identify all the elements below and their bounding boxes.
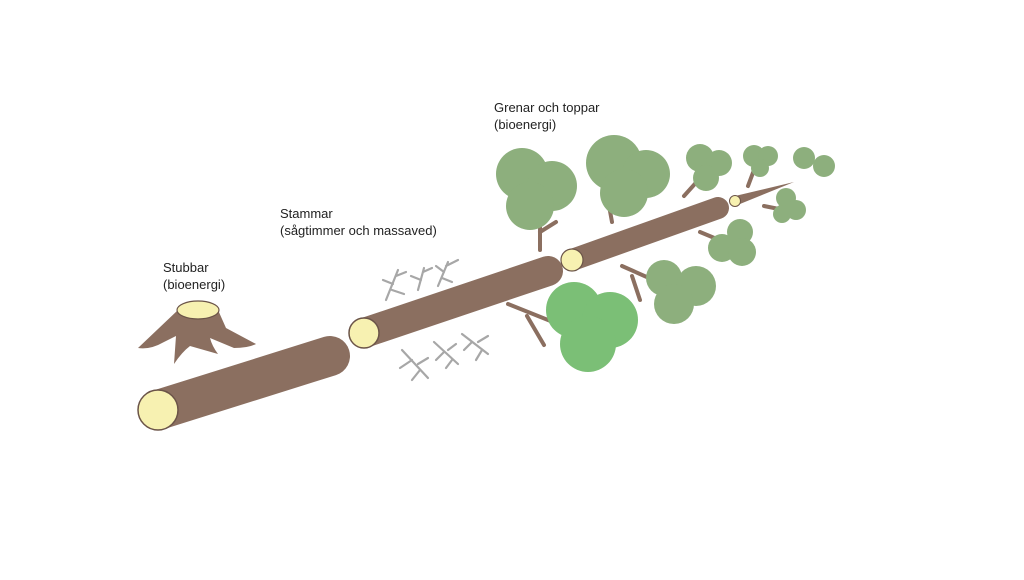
foliage-icon <box>496 135 835 372</box>
stems-label-line1: Stammar <box>280 206 333 221</box>
stems-label: Stammar (sågtimmer och massaved) <box>280 205 437 239</box>
stumps-label: Stubbar (bioenergi) <box>163 259 225 293</box>
tree-tip-icon <box>729 182 794 207</box>
stumps-label-line2: (bioenergi) <box>163 277 226 292</box>
twigs-icon <box>381 258 490 382</box>
branches-label: Grenar och toppar (bioenergi) <box>494 99 600 133</box>
log-top-icon <box>560 197 729 272</box>
branches-label-line2: (bioenergi) <box>494 117 557 132</box>
branches-label-line1: Grenar och toppar <box>494 100 600 115</box>
stump-icon <box>138 300 256 364</box>
log-large-icon <box>137 336 350 431</box>
stems-label-line2: (sågtimmer och massaved) <box>280 223 437 238</box>
stumps-label-line1: Stubbar <box>163 260 209 275</box>
log-medium-icon <box>348 256 563 349</box>
